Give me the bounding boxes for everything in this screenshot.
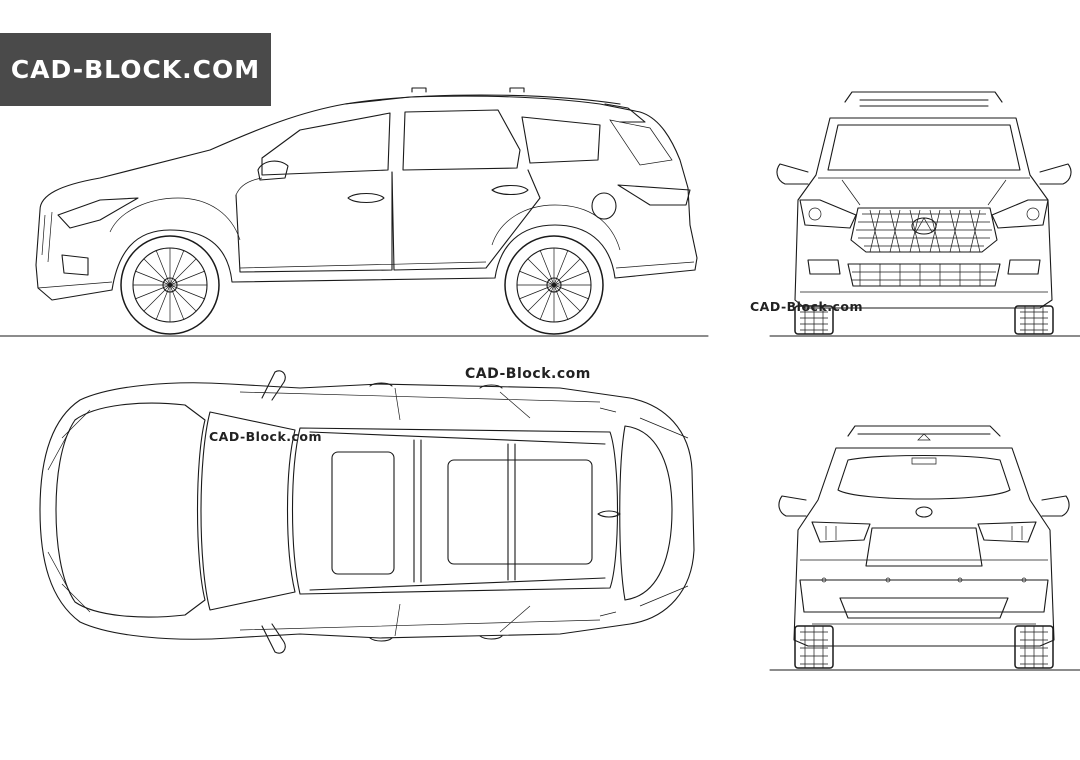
front-lower-intake <box>847 263 1001 287</box>
side-headlamp <box>57 197 139 229</box>
side-spoiler <box>604 103 646 123</box>
rear-window <box>837 454 1011 500</box>
front-left-mirror <box>776 163 809 185</box>
logo-text: CAD-BLOCK.COM <box>10 55 261 84</box>
top-windshield <box>200 411 296 611</box>
brand-logo: CAD-BLOCK.COM <box>0 33 271 106</box>
side-quarter-window <box>521 116 601 164</box>
side-front-wheel <box>120 235 220 335</box>
side-front-door <box>235 171 393 273</box>
side-rear-handle <box>491 184 529 196</box>
front-windshield <box>827 124 1021 171</box>
rear-left-tire <box>794 625 834 669</box>
side-rear-window <box>402 109 521 171</box>
front-left-headlamp <box>799 199 857 229</box>
side-roof-rail <box>344 94 621 105</box>
top-front-crossbar <box>413 439 422 583</box>
front-body-outline <box>794 117 1053 309</box>
top-roof-rails <box>309 431 606 591</box>
top-left-mirror <box>261 370 286 401</box>
side-fog-lamp <box>61 254 89 276</box>
rear-emblem-icon <box>915 506 933 518</box>
front-right-mirror <box>1039 163 1072 185</box>
rear-left-tail-lamp <box>811 521 871 543</box>
rear-diffuser <box>839 597 1009 619</box>
rear-view <box>769 425 1080 671</box>
front-left-fog-lamp <box>807 259 841 275</box>
rear-body-outline <box>793 447 1055 647</box>
rear-right-tail-lamp <box>977 521 1037 543</box>
rear-tailgate <box>865 527 983 567</box>
top-antenna <box>597 510 621 518</box>
top-rear-crossbar <box>507 443 516 581</box>
top-right-mirror <box>261 623 286 654</box>
front-right-headlamp <box>991 199 1049 229</box>
rear-bumper <box>799 579 1049 613</box>
top-roof <box>291 427 619 595</box>
side-tail-lamp <box>617 184 691 206</box>
top-front-sunroof <box>331 451 395 575</box>
top-rear-window <box>619 425 673 601</box>
front-grille <box>850 207 998 253</box>
side-body-outline <box>35 95 698 301</box>
side-mirror <box>257 160 289 181</box>
front-right-fog-lamp <box>1007 259 1041 275</box>
side-rear-wheel <box>504 235 604 335</box>
front-roof-rack <box>844 91 1003 107</box>
rear-roof-rack <box>847 425 1001 437</box>
front-view <box>769 91 1080 337</box>
side-front-handle <box>347 192 385 204</box>
side-fuel-cap <box>591 192 617 220</box>
side-front-window <box>261 112 391 176</box>
top-rear-sunroof <box>447 459 593 565</box>
front-left-tire <box>794 305 834 335</box>
side-rear-door <box>391 169 541 271</box>
top-view <box>39 370 695 654</box>
rear-right-mirror <box>1041 495 1070 517</box>
front-emblem-icon <box>911 217 937 235</box>
side-view <box>0 87 709 337</box>
watermark-front-view: CAD-Block.com <box>750 299 864 314</box>
rear-left-mirror <box>778 495 807 517</box>
watermark-top-view-upper: CAD-Block.com <box>465 366 591 382</box>
front-right-tire <box>1014 305 1054 335</box>
top-body-outline <box>39 382 695 640</box>
top-hood <box>55 402 206 618</box>
watermark-top-view-left: CAD-Block.com <box>209 429 323 444</box>
rear-right-tire <box>1014 625 1054 669</box>
